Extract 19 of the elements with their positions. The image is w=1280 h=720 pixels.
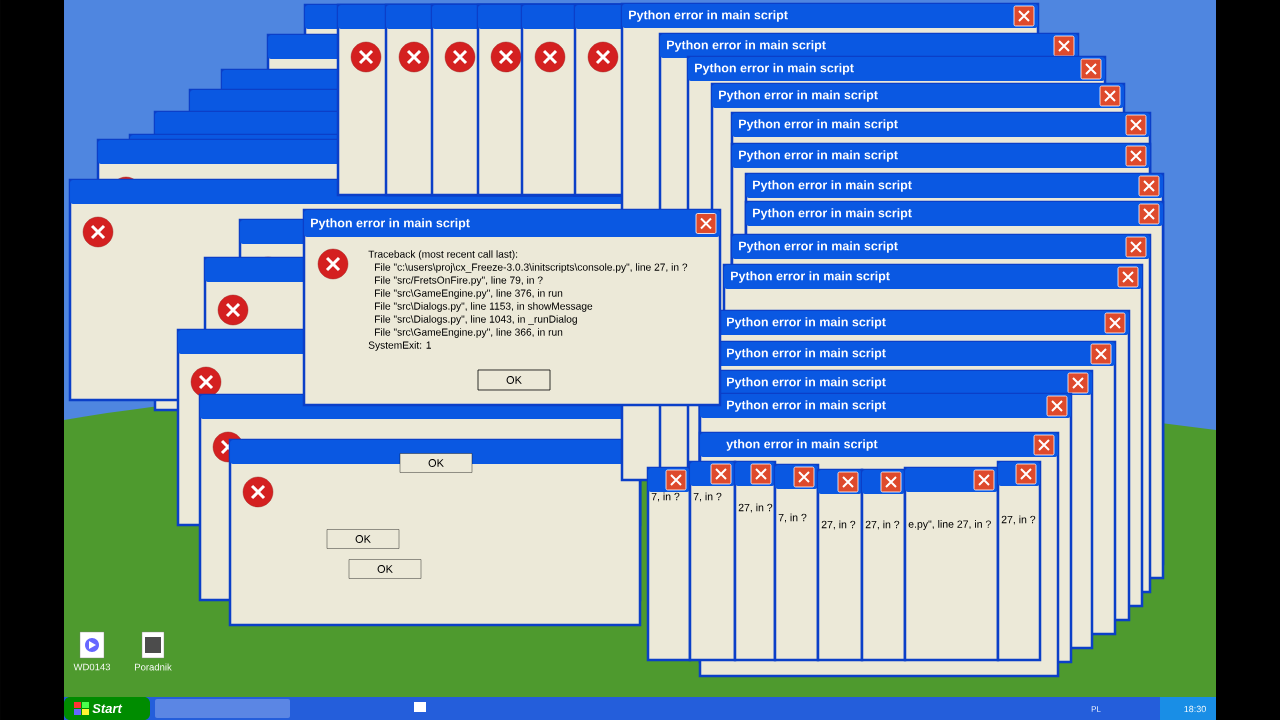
- language-indicator: PL: [1091, 706, 1101, 712]
- ok-button: OK: [326, 529, 400, 549]
- window-title: Python error in main script: [311, 218, 470, 230]
- message-text: 7, in ?: [778, 513, 807, 523]
- message-text: 27, in ?: [1001, 515, 1036, 525]
- icon-label: WD0143: [73, 663, 111, 671]
- icon-label: Poradnik: [135, 663, 172, 671]
- clock-text: 18:30: [1184, 705, 1206, 713]
- traceback-line: File "src\GameEngine.py", line 376, in run: [375, 289, 563, 299]
- traceback-line: File "src/FretsOnFire.py", line 79, in ?: [375, 276, 543, 286]
- traceback-line: File "src\Dialogs.py", line 1043, in _runDialog: [375, 315, 577, 325]
- traceback-line: File "src\GameEngine.py", line 366, in run: [375, 328, 563, 338]
- traceback-line: File "src\Dialogs.py", line 1153, in showMessage: [375, 302, 593, 312]
- ok-button: OK: [348, 559, 422, 579]
- ok-button: OK: [399, 453, 473, 473]
- ok-button: OK: [477, 369, 551, 391]
- traceback-line: SystemExit: 1: [368, 341, 431, 351]
- start-button: Start: [64, 697, 150, 720]
- traceback-line: Traceback (most recent call last):: [368, 250, 518, 260]
